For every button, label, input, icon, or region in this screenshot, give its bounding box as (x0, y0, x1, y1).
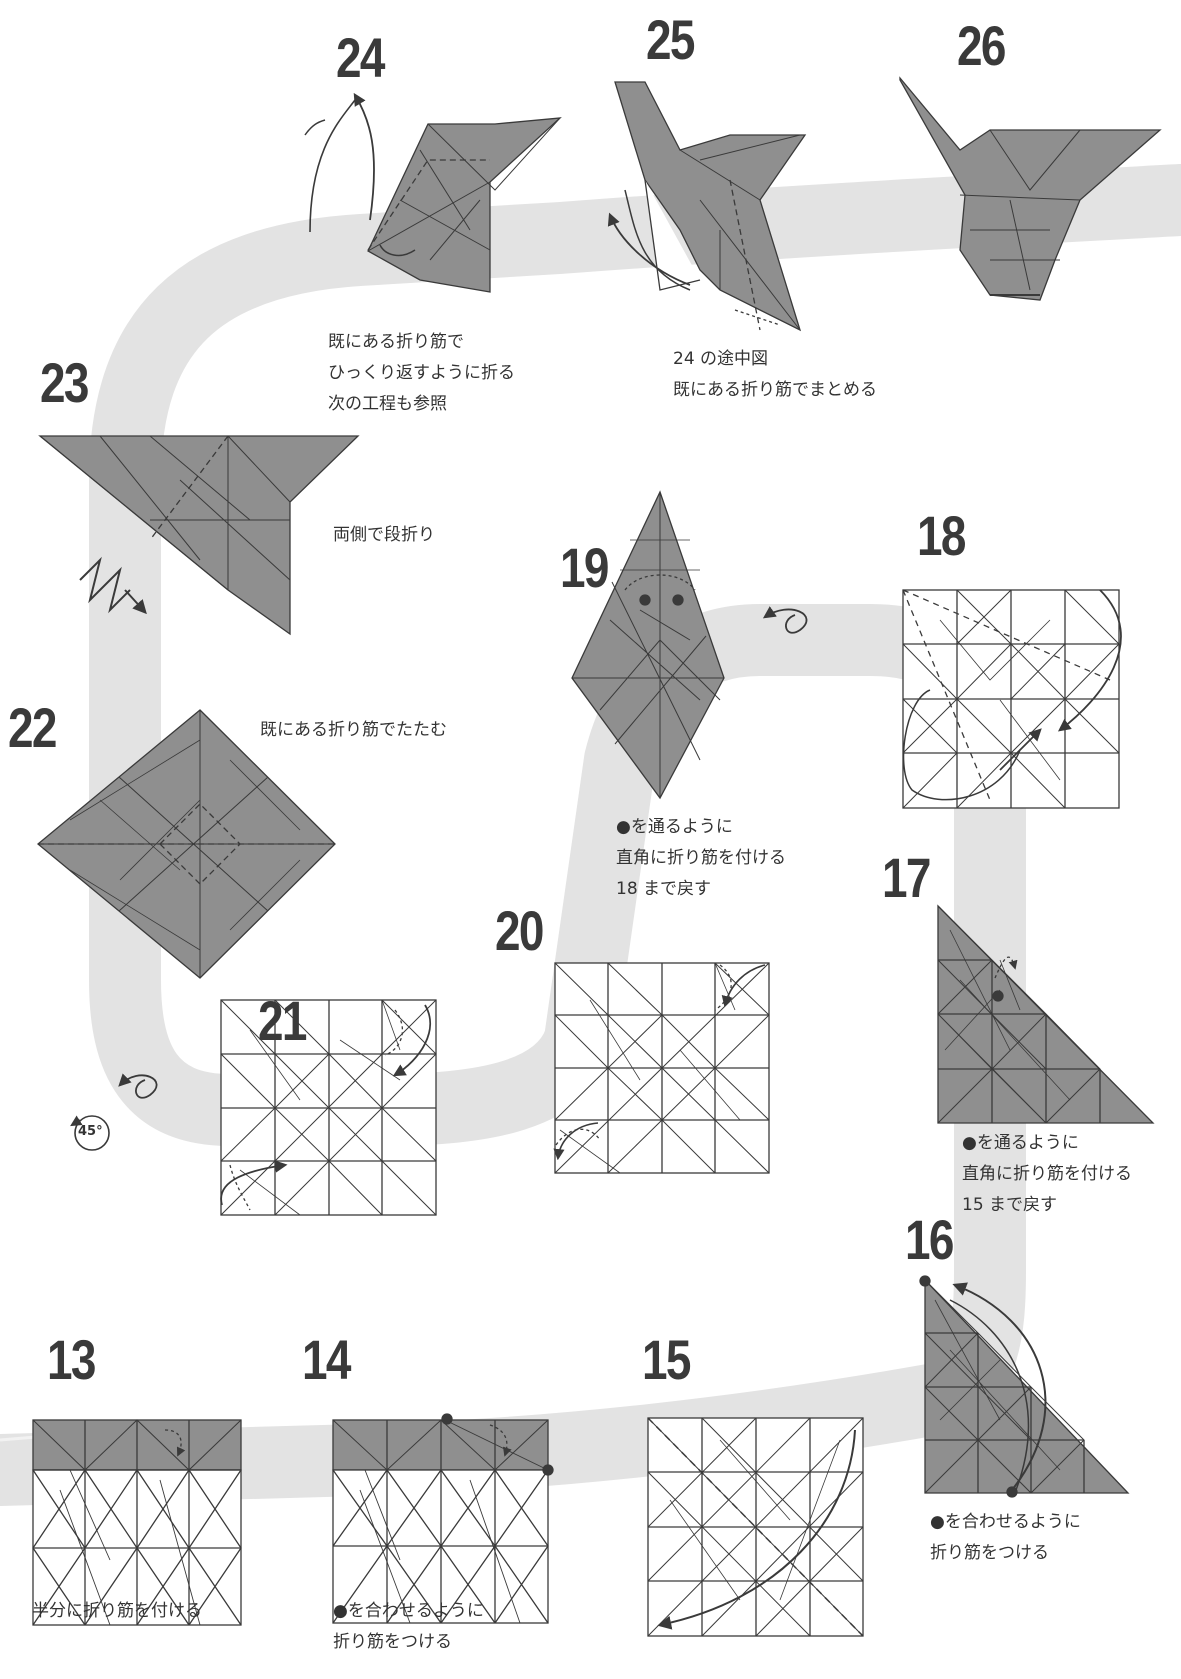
step-number-18: 18 (917, 508, 965, 564)
caption-step-19: ●を通るように 直角に折り筋を付ける 18 まで戻す (616, 812, 786, 905)
caption-step-23: 両側で段折り (333, 520, 435, 551)
caption-line: 折り筋をつける (930, 1538, 1081, 1569)
caption-line: ●を通るように (616, 812, 786, 843)
caption-line: ●を通るように (962, 1128, 1132, 1159)
caption-step-16: ●を合わせるように 折り筋をつける (930, 1507, 1081, 1569)
caption-step-24: 既にある折り筋で ひっくり返すように折る 次の工程も参照 (328, 327, 515, 420)
step-21-diagram (221, 1000, 436, 1215)
step-number-17: 17 (882, 850, 930, 906)
caption-line: 既にある折り筋で (328, 327, 515, 358)
caption-line: ひっくり返すように折る (328, 358, 515, 389)
caption-line: 既にある折り筋でたたむ (260, 715, 447, 746)
step-number-14: 14 (302, 1332, 350, 1388)
step-number-15: 15 (642, 1332, 690, 1388)
caption-step-17: ●を通るように 直角に折り筋を付ける 15 まで戻す (962, 1128, 1132, 1221)
step-number-22: 22 (8, 700, 56, 756)
step-13-diagram (33, 1420, 241, 1625)
caption-line: 直角に折り筋を付ける (616, 843, 786, 874)
caption-line: 15 まで戻す (962, 1190, 1132, 1221)
step-number-16: 16 (905, 1212, 953, 1268)
caption-line: 次の工程も参照 (328, 389, 515, 420)
step-number-20: 20 (495, 903, 543, 959)
step-number-24: 24 (336, 30, 384, 86)
caption-step-13: 半分に折り筋を付ける (32, 1596, 202, 1627)
caption-line: ●を合わせるように (930, 1507, 1081, 1538)
caption-line: ●を合わせるように (333, 1596, 484, 1627)
caption-line: 24 の途中図 (673, 344, 877, 375)
step-number-21: 21 (258, 993, 306, 1049)
step-22-diagram (38, 710, 335, 978)
caption-line: 直角に折り筋を付ける (962, 1159, 1132, 1190)
step-18-diagram (903, 590, 1121, 808)
step-14-diagram (333, 1414, 553, 1623)
step-number-23: 23 (40, 355, 88, 411)
caption-line: 18 まで戻す (616, 874, 786, 905)
step-23-diagram (40, 436, 358, 634)
caption-line: 両側で段折り (333, 520, 435, 551)
step-20-diagram (555, 963, 769, 1173)
caption-line: 半分に折り筋を付ける (32, 1596, 202, 1627)
rotate-45-label: 45° (78, 1124, 103, 1139)
caption-step-14: ●を合わせるように 折り筋をつける (333, 1596, 484, 1658)
step-number-19: 19 (560, 540, 608, 596)
step-number-26: 26 (957, 18, 1005, 74)
step-15-diagram (648, 1418, 863, 1636)
caption-step-25: 24 の途中図 既にある折り筋でまとめる (673, 344, 877, 406)
step-17-diagram (938, 906, 1153, 1123)
step-number-25: 25 (646, 12, 694, 68)
caption-step-22: 既にある折り筋でたたむ (260, 715, 447, 746)
step-number-13: 13 (47, 1332, 95, 1388)
caption-line: 折り筋をつける (333, 1627, 484, 1658)
caption-line: 既にある折り筋でまとめる (673, 375, 877, 406)
